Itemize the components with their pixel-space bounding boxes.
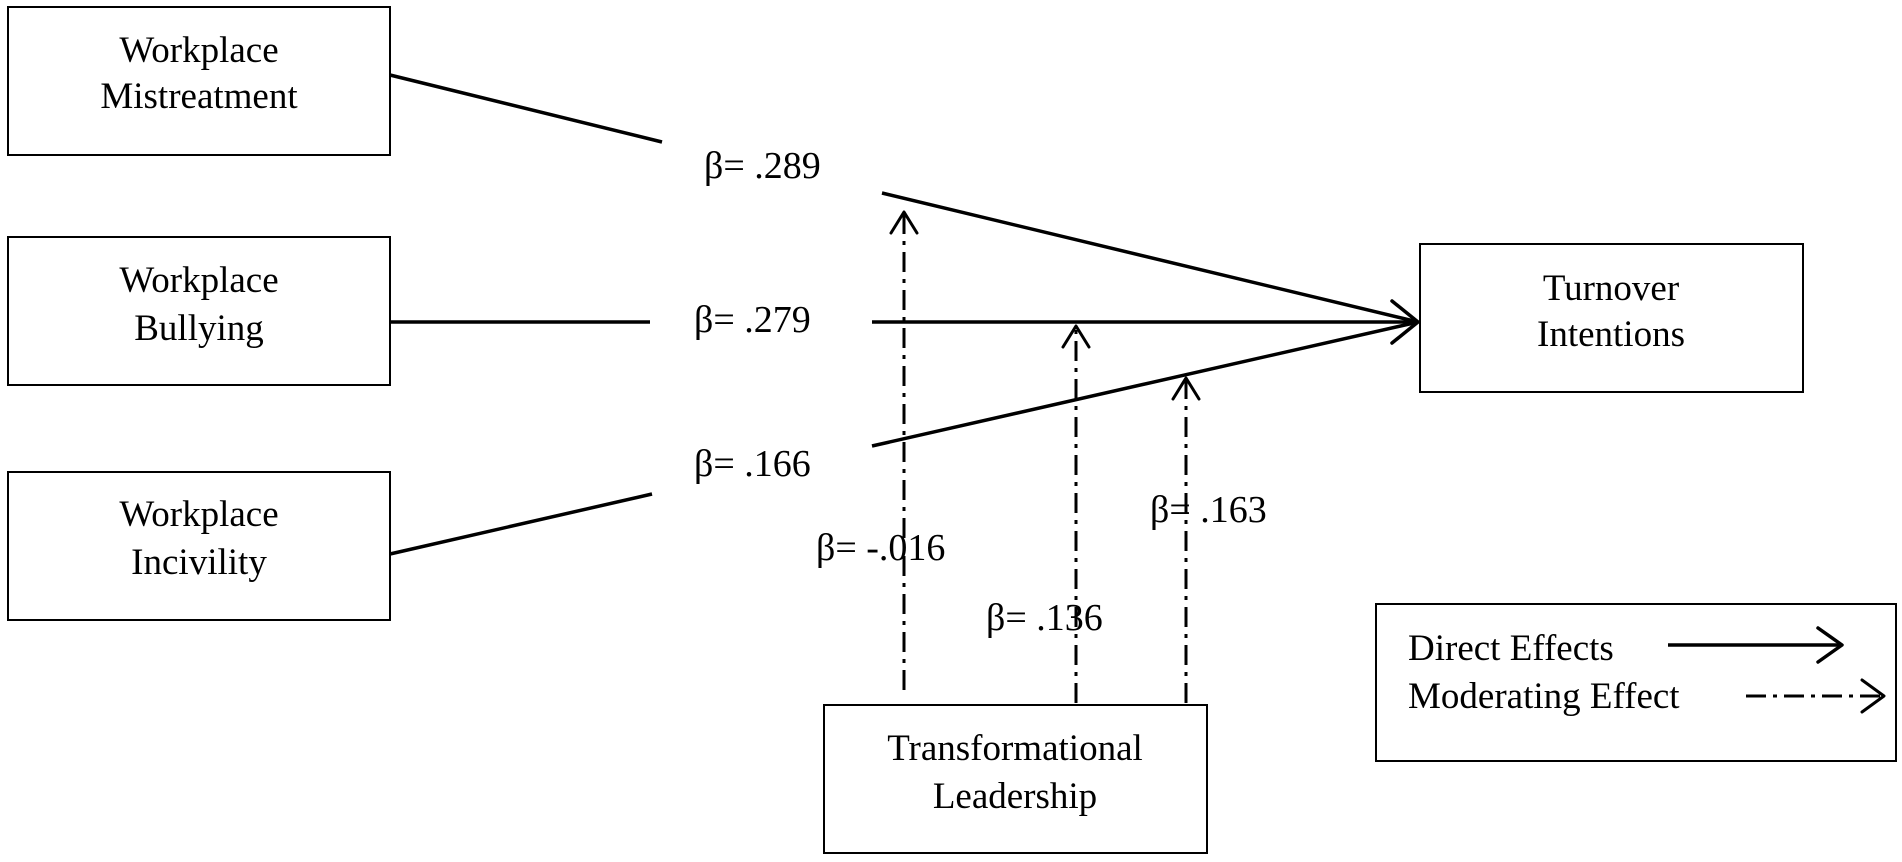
node-label-line2: Bullying (134, 308, 264, 349)
node-label-line1: Workplace (119, 494, 278, 535)
node-label-line1: Turnover (1543, 268, 1679, 309)
beta-moderating-mistreatment: β= -.016 (816, 527, 945, 569)
legend: Direct Effects Moderating Effect (1375, 603, 1897, 762)
node-label-line1: Workplace (119, 30, 278, 71)
node-transformational-leadership: Transformational Leadership (823, 704, 1208, 854)
direct-arrowhead (1390, 299, 1420, 345)
node-label-line2: Incivility (131, 542, 267, 583)
beta-moderating-incivility: β= .163 (1150, 489, 1267, 531)
legend-moderating-label: Moderating Effect (1408, 676, 1680, 717)
moderating-path-incivility (1171, 376, 1201, 703)
node-label-line2: Leadership (933, 776, 1097, 817)
beta-moderating-bullying: β= .136 (986, 597, 1103, 639)
node-workplace-incivility: Workplace Incivility (7, 471, 391, 621)
moderating-path-mistreatment (889, 210, 919, 690)
direct-path-incivility (389, 320, 1419, 556)
node-workplace-bullying: Workplace Bullying (7, 236, 391, 386)
moderating-path-bullying (1061, 324, 1091, 703)
node-label-line1: Workplace (119, 260, 278, 301)
legend-direct-label: Direct Effects (1408, 628, 1614, 669)
legend-moderating-arrow (1746, 678, 1886, 714)
beta-direct-mistreatment: β= .289 (704, 145, 821, 187)
node-turnover-intentions: Turnover Intentions (1419, 243, 1804, 393)
node-label-line2: Intentions (1537, 314, 1685, 355)
node-workplace-mistreatment: Workplace Mistreatment (7, 6, 391, 156)
node-label-line2: Mistreatment (100, 76, 298, 117)
direct-path-mistreatment (389, 73, 1419, 324)
beta-direct-bullying: β= .279 (694, 299, 811, 341)
node-label-line1: Transformational (887, 728, 1143, 769)
beta-direct-incivility: β= .166 (694, 443, 811, 485)
legend-direct-arrow (1668, 626, 1844, 664)
